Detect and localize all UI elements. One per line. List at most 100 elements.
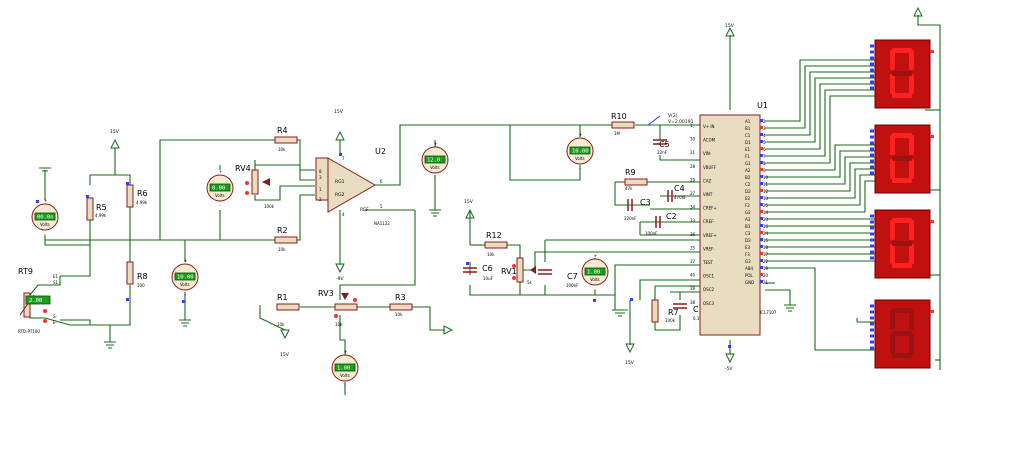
svg-text:+: + [579,132,582,137]
seven-segment-display [870,39,934,109]
ic-pin-label: C1 [745,133,751,138]
ic-pin-label: VREF- [703,246,715,251]
ic-pin-label: D1 [745,140,751,145]
meter-reading: 1.00 [337,366,350,372]
svg-text:-5V: -5V [725,366,733,372]
ic-pin-number: 25 [763,203,769,208]
ic-pin-number: 7 [763,154,766,159]
capacitor-c1: C10.1nF [673,303,705,321]
meter-unit: Volts [40,222,50,227]
ic-pin-number: 23 [763,217,769,222]
segment [909,74,914,94]
svg-text:100nF: 100nF [645,231,658,236]
seven-segment-display [870,299,934,369]
voltage-probe: V(2) V=2.00191 [647,113,694,126]
wire-network [29,15,941,395]
svg-text:RTD-PT100: RTD-PT100 [18,329,40,334]
meter-reading: 00.0n [37,215,54,221]
svg-text:100nF: 100nF [566,283,579,288]
svg-text:C4: C4 [674,184,685,193]
ic-pin-number: 24 [763,231,769,236]
svg-text:4: 4 [342,212,345,217]
ic-pin-label: A1 [745,119,751,124]
svg-text:U2: U2 [375,147,386,156]
ic-pin-label: C3 [745,231,751,236]
svg-text:1M: 1M [614,131,621,136]
ic-pin-label: AB4 [745,266,753,271]
svg-text:10k: 10k [395,312,403,317]
ic-pin-number: 29 [690,177,696,182]
svg-text:V(2): V(2) [668,113,678,119]
svg-text:100: 100 [137,283,145,288]
ic-pin-number: 35 [690,245,696,250]
svg-text:C7: C7 [567,272,578,281]
segment [892,133,912,138]
ic-pin-label: CREF+ [703,206,717,211]
svg-text:RT9: RT9 [18,267,33,276]
svg-text:15V: 15V [110,129,120,135]
svg-text:-: - [184,292,186,297]
ic-pin-number: 40 [690,273,696,278]
ground-symbol [39,167,51,172]
power-arrow-r12: 15V [464,199,475,219]
power-arrow-neg-u1: -5V [725,353,735,372]
svg-text:100k: 100k [264,204,275,209]
svg-text:1: 1 [319,187,322,192]
power-terminals: 15V 15V 15V 15V -9V 15V 15V -5V [110,6,923,372]
ic-pin-label: V+ IN [703,124,715,129]
ic-pin-label: A2 [745,168,751,173]
svg-text:+: + [219,169,222,174]
svg-text:22nF: 22nF [657,150,668,155]
svg-text:4.99k: 4.99k [95,213,107,218]
resistor-r5: R54.99k [86,197,107,221]
svg-text:3: 3 [319,175,322,180]
ic-pin-label: A3 [745,217,751,222]
meter-unit: Volts [430,165,440,170]
segment [909,310,914,330]
segment [892,178,912,183]
svg-text:U1: U1 [757,101,768,110]
ic-pin-number: 5 [763,140,766,145]
svg-text:E-: E- [53,320,58,325]
svg-text:-: - [579,166,581,171]
ic-pin-label: ACOM [703,138,716,143]
svg-text:ICL7107: ICL7107 [760,310,777,315]
ic-pin-label: F2 [745,203,750,208]
svg-text:6: 6 [380,179,383,184]
ic-u1: U1 ICL7107 V+ IN1ACOM30VIN-31VBUFF28CAZ2… [690,101,777,336]
ic-pin-number: 31 [690,150,696,155]
ic-pin-label: B3 [745,224,751,229]
segment [890,220,895,240]
ic-pin-label: G1 [745,161,751,166]
meter-reading: 0.00 [212,186,225,192]
svg-text:+: + [184,258,187,263]
svg-text:5k: 5k [527,280,533,285]
ic-pin-number: 10 [763,175,769,180]
svg-text:REF: REF [360,207,369,213]
svg-text:100k: 100k [665,318,676,323]
ic-pin-number: 9 [763,168,766,173]
ic-pin-label: F3 [745,252,750,257]
power-arrow-r1: 15V [280,329,290,358]
segment [892,353,912,358]
segment [892,218,912,223]
svg-text:10uF: 10uF [483,276,494,281]
svg-text:C1: C1 [693,305,704,314]
svg-text:R4: R4 [277,126,288,135]
ic-pin-label: CREF- [703,219,715,224]
segment [890,244,895,264]
meter-unit: Volts [340,373,350,378]
